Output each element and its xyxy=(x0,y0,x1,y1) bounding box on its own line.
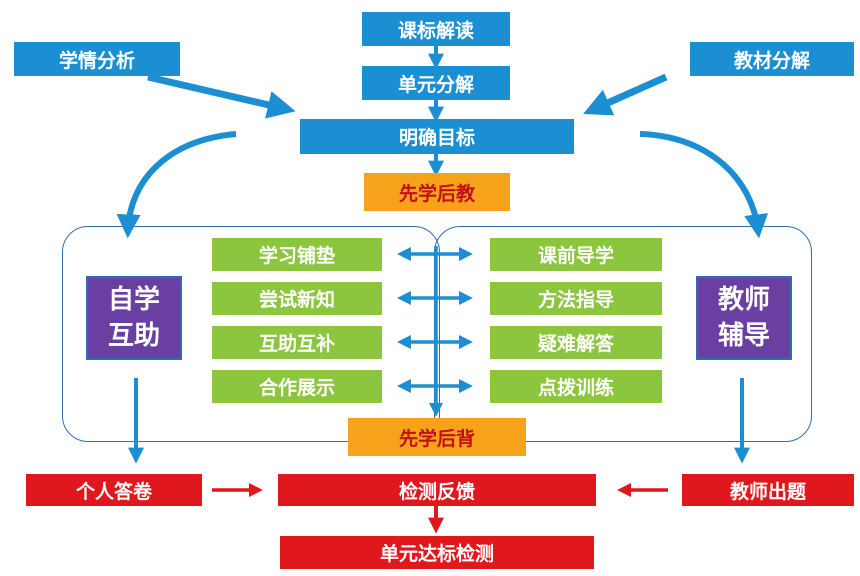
left-item-3: 互助互补 xyxy=(212,326,382,359)
right-item-2: 方法指导 xyxy=(490,282,662,315)
teacher-guidance-box: 教师 辅导 xyxy=(696,276,792,360)
self-study-mutual-aid-box: 自学 互助 xyxy=(86,276,182,360)
arrow-materials-to-objectives xyxy=(583,73,668,116)
learn-first-teach-later-box: 先学后教 xyxy=(364,173,510,211)
right-item-3: 疑难解答 xyxy=(490,326,662,359)
clear-objectives-box: 明确目标 xyxy=(300,119,574,154)
left-item-2: 尝试新知 xyxy=(212,282,382,315)
right-item-4: 点拨训练 xyxy=(490,370,662,403)
left-item-1: 学习铺垫 xyxy=(212,238,382,271)
unit-test-box: 单元达标检测 xyxy=(280,536,594,569)
curriculum-interpretation-box: 课标解读 xyxy=(362,12,510,46)
teacher-questions-box: 教师出题 xyxy=(682,474,854,506)
curved-arrow-to-self-study xyxy=(116,131,237,239)
learn-first-recite-later-box: 先学后背 xyxy=(348,418,526,456)
test-feedback-box: 检测反馈 xyxy=(278,474,596,506)
material-decomposition-box: 教材分解 xyxy=(690,42,854,76)
curved-arrow-to-teacher-guidance xyxy=(639,131,769,239)
arrow-learning-analysis-to-objectives xyxy=(147,73,296,119)
self-study-title-line2: 互助 xyxy=(107,321,160,351)
left-item-4: 合作展示 xyxy=(212,370,382,403)
learning-analysis-box: 学情分析 xyxy=(14,42,180,76)
teacher-guidance-title-line2: 辅导 xyxy=(717,321,770,351)
right-item-1: 课前导学 xyxy=(490,238,662,271)
individual-answer-box: 个人答卷 xyxy=(26,474,202,506)
self-study-title-line1: 自学 xyxy=(107,285,160,315)
unit-decomposition-box: 单元分解 xyxy=(362,66,510,100)
self-study-group-outline xyxy=(62,226,440,442)
teacher-guidance-title-line1: 教师 xyxy=(717,285,770,315)
